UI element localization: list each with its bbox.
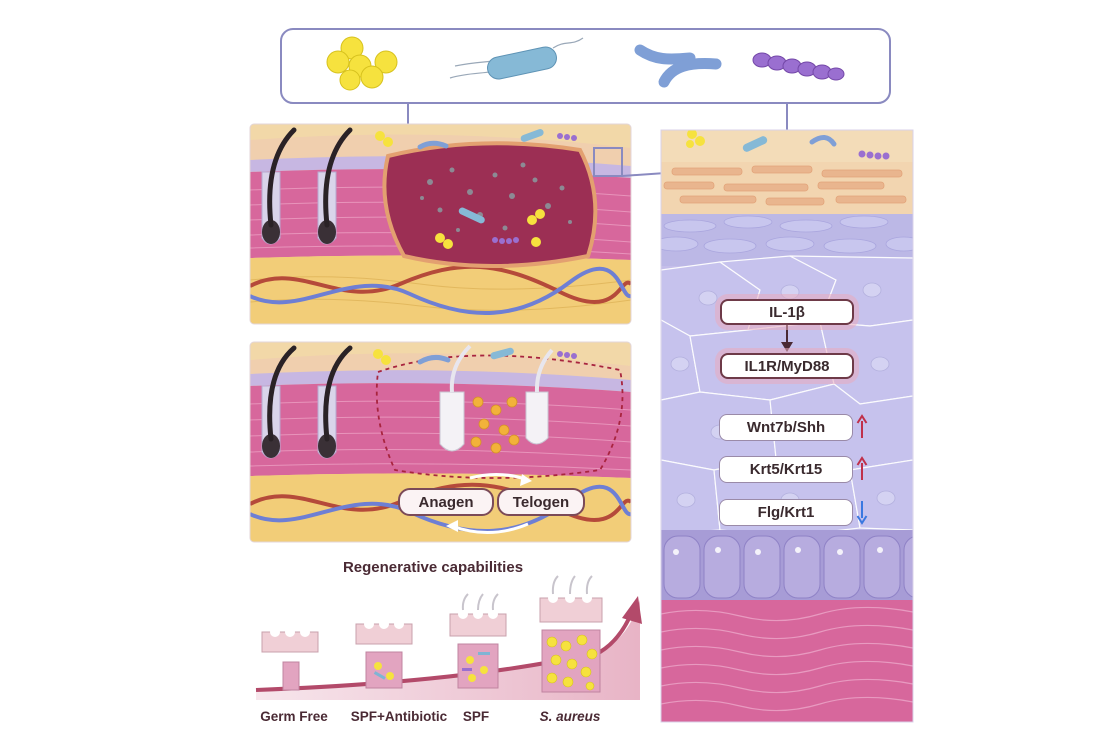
marker-arrowhead-2 <box>856 515 868 525</box>
spf-antibiotic-tissue-icon <box>355 619 413 689</box>
regeneration-ramp <box>255 575 642 700</box>
new-hair-follicle-icon <box>439 344 554 452</box>
spf-tissue-icon <box>449 593 507 689</box>
wound-bed <box>382 141 598 268</box>
regenerative-capabilities-title: Regenerative capabilities <box>342 558 524 576</box>
microbiota-box <box>280 28 891 157</box>
marker-label-wnt7b-shh: Wnt7b/Shh <box>719 414 853 441</box>
rod-bacterium-icon <box>449 37 584 80</box>
marker-label-krt5-krt15: Krt5/Krt15 <box>719 456 853 483</box>
curved-bacterium-icon <box>634 44 722 88</box>
group-label-spf-antibiotic: SPF+Antibiotic <box>350 708 448 724</box>
marker-label-flg-krt1: Flg/Krt1 <box>719 499 853 526</box>
germ-free-tissue-icon <box>261 627 319 691</box>
il1r-myd88-label: IL1R/MyD88 <box>720 353 854 379</box>
s-aureus-tissue-icon <box>539 575 603 693</box>
group-label-spf: SPF <box>462 708 490 724</box>
staphylococcus-icon <box>326 36 398 91</box>
telogen-label: Telogen <box>497 488 585 516</box>
wound-skin-panel <box>250 124 631 324</box>
streptococcus-chain-icon <box>752 52 845 81</box>
marker-arrows <box>856 414 868 525</box>
il1b-label: IL-1β <box>720 299 854 325</box>
group-label-s-aureus: S. aureus <box>539 708 601 724</box>
marker-arrowhead-1 <box>856 456 868 466</box>
marker-arrowhead-0 <box>856 414 868 424</box>
anagen-label: Anagen <box>398 488 494 516</box>
group-label-germ-free: Germ Free <box>260 708 328 724</box>
hair-follicle-icon <box>261 127 353 245</box>
